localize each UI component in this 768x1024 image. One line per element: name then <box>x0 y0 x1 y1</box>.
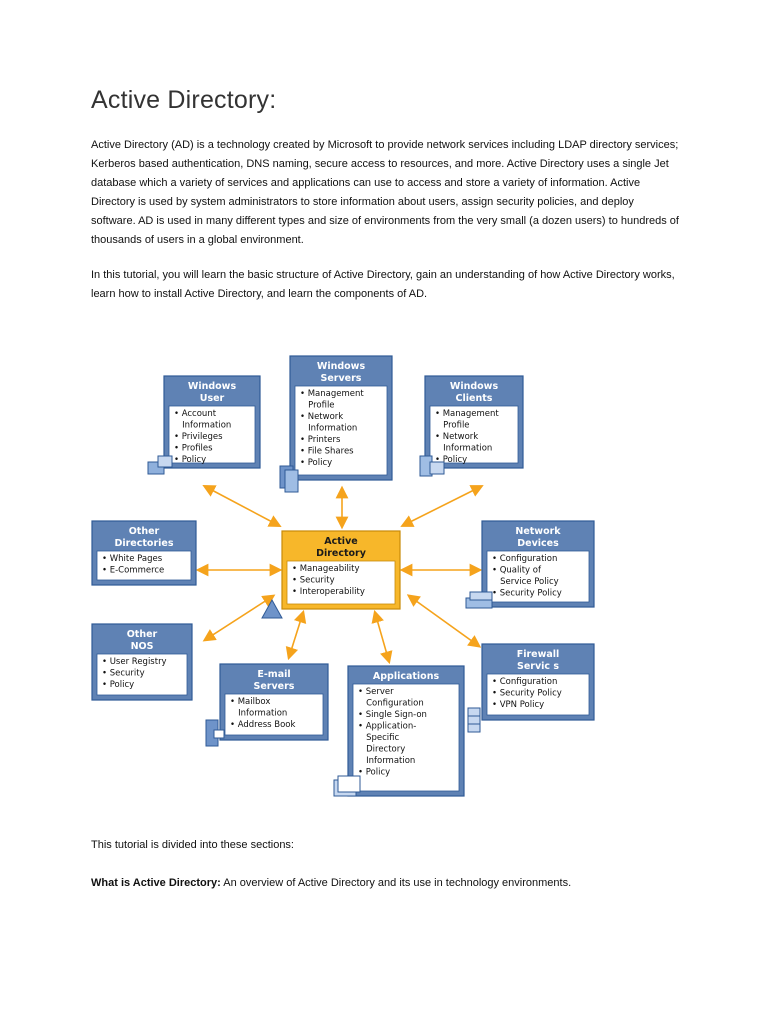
node-item: • VPN Policy <box>492 700 544 710</box>
node-item: • File Shares <box>300 447 354 457</box>
node-item: Profile <box>435 421 470 431</box>
mail-server-icon <box>205 719 225 747</box>
network-device-icon <box>465 591 493 609</box>
node-title: Other <box>129 526 160 537</box>
intro-paragraph: Active Directory (AD) is a technology cr… <box>91 139 679 246</box>
application-icon <box>333 775 361 797</box>
workstation-icon <box>419 455 445 477</box>
node-title: Directories <box>114 538 173 549</box>
diagram-icons <box>147 455 493 797</box>
node-item: • Configuration <box>492 554 557 564</box>
node-title: Devices <box>517 538 559 549</box>
node-item: • Printers <box>300 435 341 445</box>
section-item-text: An overview of Active Directory and its … <box>220 877 572 889</box>
sections-intro: This tutorial is divided into these sect… <box>91 839 294 851</box>
node-item: Configuration <box>358 699 424 709</box>
node-item: • Management <box>300 389 364 399</box>
node-title: Servers <box>321 373 362 384</box>
tutorial-paragraph: In this tutorial, you will learn the bas… <box>91 269 675 300</box>
node-item: Information <box>174 421 231 431</box>
node-title: Windows <box>188 381 237 392</box>
firewall-icon <box>467 707 481 733</box>
node-item: • Privileges <box>174 432 223 442</box>
node-item: Profile <box>300 401 335 411</box>
node-title: Firewall <box>517 649 560 660</box>
node-item: • User Registry <box>102 657 167 667</box>
node-item: • Security <box>292 576 335 586</box>
node-item: • Manageability <box>292 564 360 574</box>
section-item-what-is-ad: What is Active Directory: An overview of… <box>91 874 681 893</box>
node-title: Applications <box>373 671 440 682</box>
node-item: • Policy <box>435 455 467 465</box>
connector-arrow <box>371 609 393 665</box>
node-item: • White Pages <box>102 554 163 564</box>
node-item: Specific <box>358 733 400 743</box>
node-title: Servic s <box>517 661 559 672</box>
section-item-label: What is Active Directory: <box>91 877 221 889</box>
node-item: • Security Policy <box>492 589 562 599</box>
node-title: E-mail <box>257 669 290 680</box>
connector-arrow <box>400 485 484 527</box>
node-item: Information <box>300 424 357 434</box>
connector-arrow <box>202 594 276 642</box>
node-item: • Policy <box>358 768 390 778</box>
node-item: Information <box>435 444 492 454</box>
node-item: • Security Policy <box>492 689 562 699</box>
node-item: • Profiles <box>174 444 213 454</box>
connector-arrow <box>202 485 282 527</box>
node-item: • Address Book <box>230 720 296 730</box>
node-title: Active <box>324 536 357 547</box>
page-title: Active Directory: <box>91 86 277 114</box>
node-title: Network <box>515 526 561 537</box>
node-item: • Mailbox <box>230 697 270 707</box>
node-item: Information <box>358 756 415 766</box>
node-item: • E-Commerce <box>102 566 164 576</box>
node-item: • Quality of <box>492 566 542 576</box>
node-item: Information <box>230 709 287 719</box>
directory-triangle-icon <box>261 598 283 619</box>
node-item: • Server <box>358 687 394 697</box>
node-item: • Configuration <box>492 677 557 687</box>
node-title: Servers <box>254 681 295 692</box>
node-applications: Applications • Server Configuration• Sing… <box>347 665 465 797</box>
node-item: • Single Sign-on <box>358 710 427 720</box>
node-item: • Security <box>102 669 145 679</box>
server-icon <box>279 465 299 493</box>
computer-icon <box>147 455 173 475</box>
node-item: • Account <box>174 409 217 419</box>
node-item: Directory <box>358 745 405 755</box>
node-item: • Network <box>435 432 478 442</box>
node-item: • Application- <box>358 722 416 732</box>
node-item: • Interoperability <box>292 587 365 597</box>
node-title: User <box>200 393 225 404</box>
node-title: Windows <box>450 381 499 392</box>
node-title: Other <box>127 629 158 640</box>
node-item: • Policy <box>102 680 134 690</box>
node-item: • Policy <box>174 455 206 465</box>
node-title: Windows <box>317 361 366 372</box>
node-title: Directory <box>316 548 367 559</box>
node-item: • Policy <box>300 458 332 468</box>
node-title: NOS <box>131 641 154 652</box>
node-item: • Network <box>300 412 343 422</box>
connector-arrow <box>285 609 307 661</box>
node-title: Clients <box>456 393 493 404</box>
connector-arrow <box>406 594 482 648</box>
connector-arrows <box>195 485 484 665</box>
node-item: • Management <box>435 409 499 419</box>
node-item: Service Policy <box>492 577 559 587</box>
